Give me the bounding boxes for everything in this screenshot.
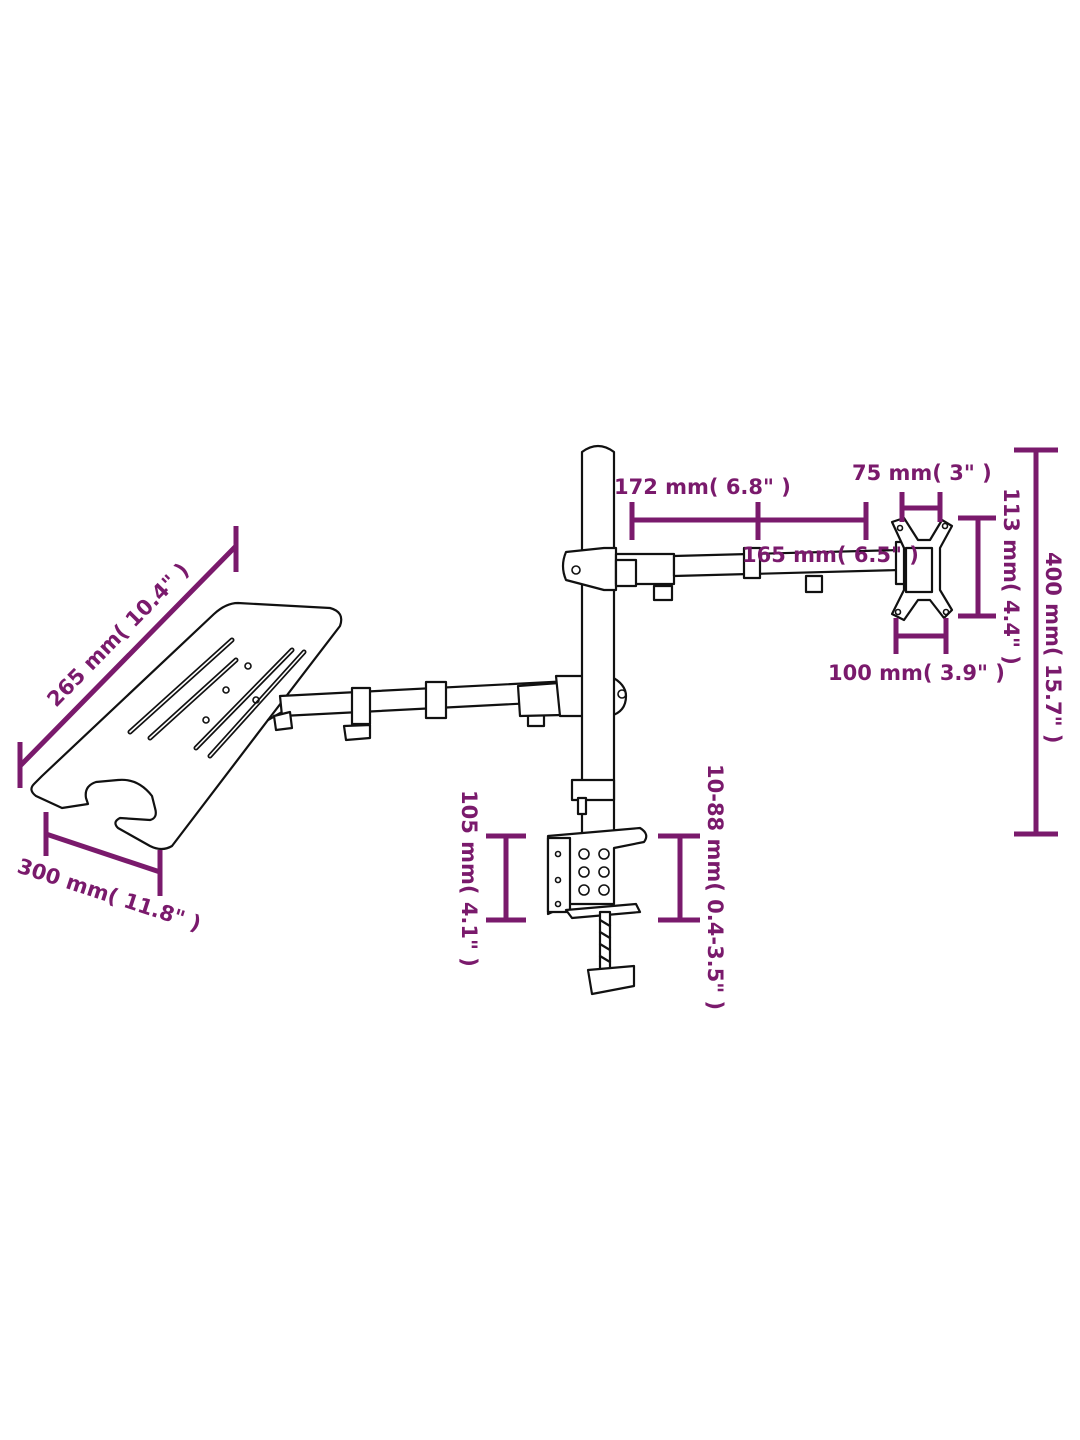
pole-height-label: 400 mm( 15.7" ) (1041, 552, 1065, 743)
dimension-lines (17, 447, 1058, 923)
vesa-small-label: 75 mm( 3" ) (852, 461, 992, 485)
desk-clamp (546, 826, 648, 996)
arm-length-label: 172 mm( 6.8" ) (614, 475, 791, 499)
vesa-height-label: 113 mm( 4.4" ) (999, 488, 1023, 665)
laptop-tray (30, 601, 343, 851)
clamp-height-label: 105 mm( 4.1" ) (457, 790, 481, 967)
vesa-large-label: 100 mm( 3.9" ) (828, 661, 1005, 685)
arm-span-label: 165 mm( 6.5" ) (742, 543, 919, 567)
lower-arm (272, 674, 628, 742)
clamp-range-label: 10-88 mm( 0.4-3.5" ) (703, 764, 727, 1010)
vesa-plate (890, 516, 954, 622)
pole (570, 444, 616, 844)
tray-width-label: 300 mm( 11.8" ) (14, 854, 204, 936)
upper-arm (561, 540, 928, 602)
